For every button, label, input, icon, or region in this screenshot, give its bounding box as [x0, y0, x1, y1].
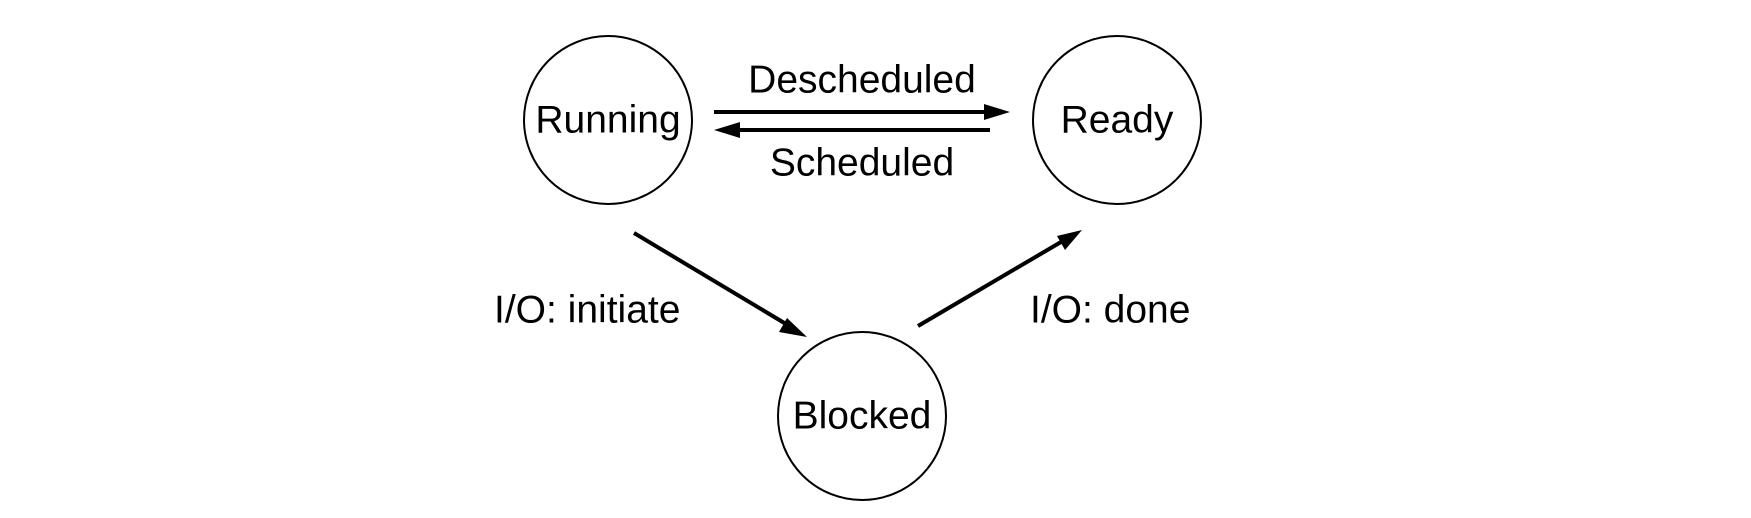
state-blocked-circle [777, 331, 947, 501]
io-done-arrowhead-icon [1057, 230, 1082, 250]
io-initiate-arrowhead-icon [779, 318, 807, 337]
transition-io-done: I/O: done [916, 230, 1190, 332]
state-ready-circle [1032, 35, 1202, 205]
scheduled-label: Scheduled [770, 142, 954, 185]
transition-scheduled: Scheduled [714, 122, 990, 185]
state-running-label: Running [535, 99, 680, 142]
state-running: Running [523, 35, 693, 205]
io-initiate-arrow-line [632, 231, 788, 326]
io-initiate-label: I/O: initiate [494, 289, 680, 332]
state-running-circle [523, 35, 693, 205]
state-ready: Ready [1032, 35, 1202, 205]
io-done-label: I/O: done [1030, 289, 1190, 332]
transition-descheduled: Descheduled [714, 59, 1010, 120]
state-blocked: Blocked [777, 331, 947, 501]
descheduled-label: Descheduled [748, 59, 976, 102]
scheduled-arrowhead-icon [714, 122, 740, 138]
transition-io-initiate: I/O: initiate [494, 231, 807, 337]
state-blocked-label: Blocked [793, 395, 932, 438]
io-done-arrow-line [916, 240, 1063, 328]
state-ready-label: Ready [1061, 99, 1174, 142]
descheduled-arrowhead-icon [984, 104, 1010, 120]
